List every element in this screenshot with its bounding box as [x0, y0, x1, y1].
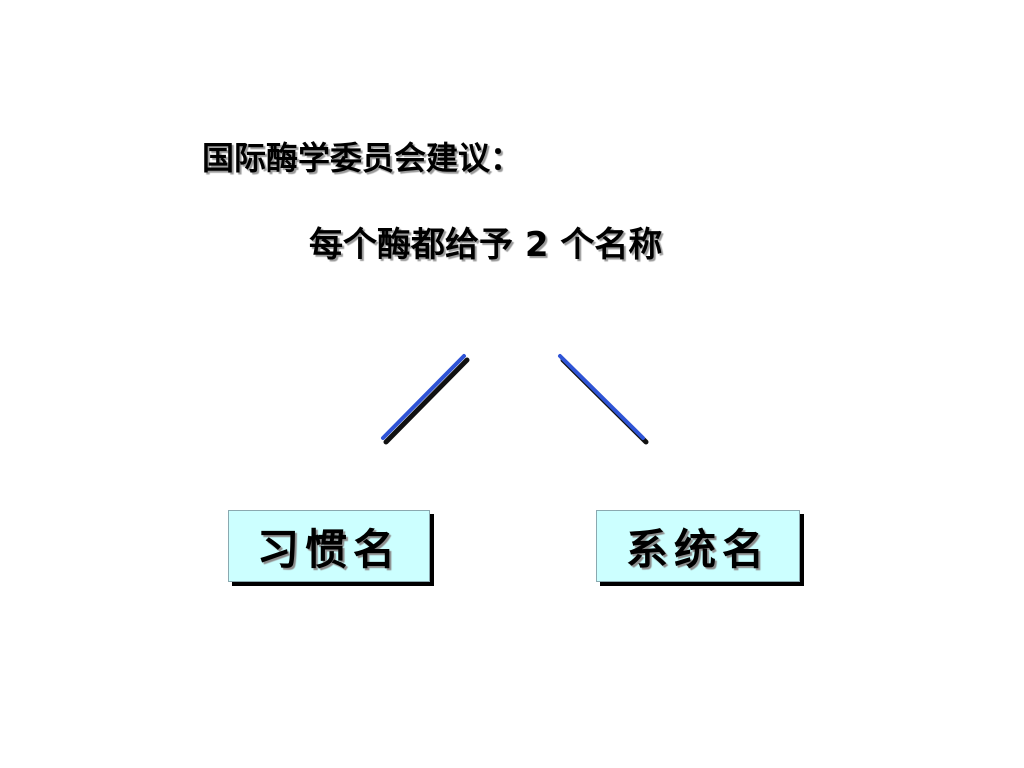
systematic-name-label: 系统名	[625, 524, 770, 574]
right-branch-line-shadow	[560, 357, 649, 445]
left-branch-line	[381, 354, 466, 440]
slide-heading: 国际酶学委员会建议：	[202, 139, 523, 177]
right-branch-line	[558, 354, 645, 440]
common-name-box: 习惯名	[228, 510, 430, 582]
slide-subheading: 每个酶都给予 2 个名称	[309, 225, 663, 265]
common-name-label: 习惯名	[256, 524, 401, 574]
left-branch-line-shadow	[383, 357, 470, 445]
systematic-name-box: 系统名	[596, 510, 800, 582]
